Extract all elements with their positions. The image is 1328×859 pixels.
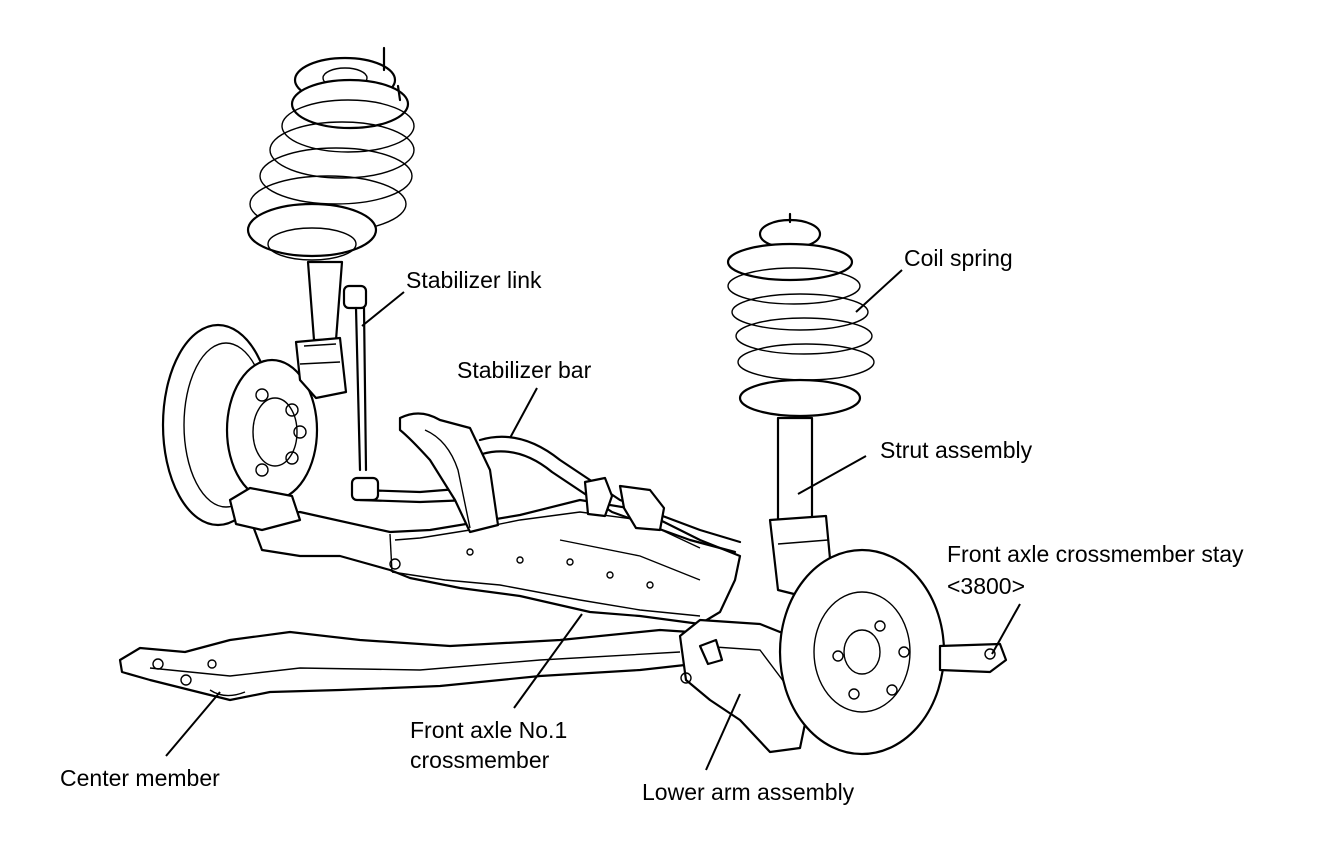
left-upper-bracket <box>398 412 500 534</box>
leader-coil-spring <box>855 269 903 313</box>
label-no1-crossmember-line2: crossmember <box>410 747 550 773</box>
stabilizer-link <box>342 284 380 502</box>
leader-no1-crossmember <box>513 613 583 709</box>
label-crossmember-stay-line2: <3800> <box>947 573 1026 599</box>
center-member <box>118 628 732 702</box>
leader-stabilizer-link <box>361 291 405 327</box>
label-strut-assembly: Strut assembly <box>880 437 1033 463</box>
front-axle-crossmember-stay <box>938 642 1008 674</box>
label-lower-arm-assembly: Lower arm assembly <box>642 779 855 805</box>
left-brake-disc <box>161 323 319 532</box>
leader-strut-assembly <box>797 455 867 495</box>
label-center-member: Center member <box>60 765 220 791</box>
label-no1-crossmember-line1: Front axle No.1 <box>410 717 568 743</box>
label-crossmember-stay-line1: Front axle crossmember stay <box>947 541 1244 567</box>
leader-lines <box>165 269 1021 771</box>
label-stabilizer-link: Stabilizer link <box>406 267 542 293</box>
label-stabilizer-bar: Stabilizer bar <box>457 357 592 383</box>
left-strut <box>294 260 348 400</box>
leader-crossmember-stay <box>991 603 1021 655</box>
leader-lower-arm <box>705 693 741 771</box>
right-brake-disc <box>778 548 946 756</box>
left-coil-spring <box>246 46 415 261</box>
leader-stabilizer-bar <box>509 387 538 439</box>
right-coil-spring <box>726 212 875 418</box>
label-coil-spring: Coil spring <box>904 245 1013 271</box>
stabilizer-bar <box>358 435 742 554</box>
leader-center-member <box>165 691 221 757</box>
